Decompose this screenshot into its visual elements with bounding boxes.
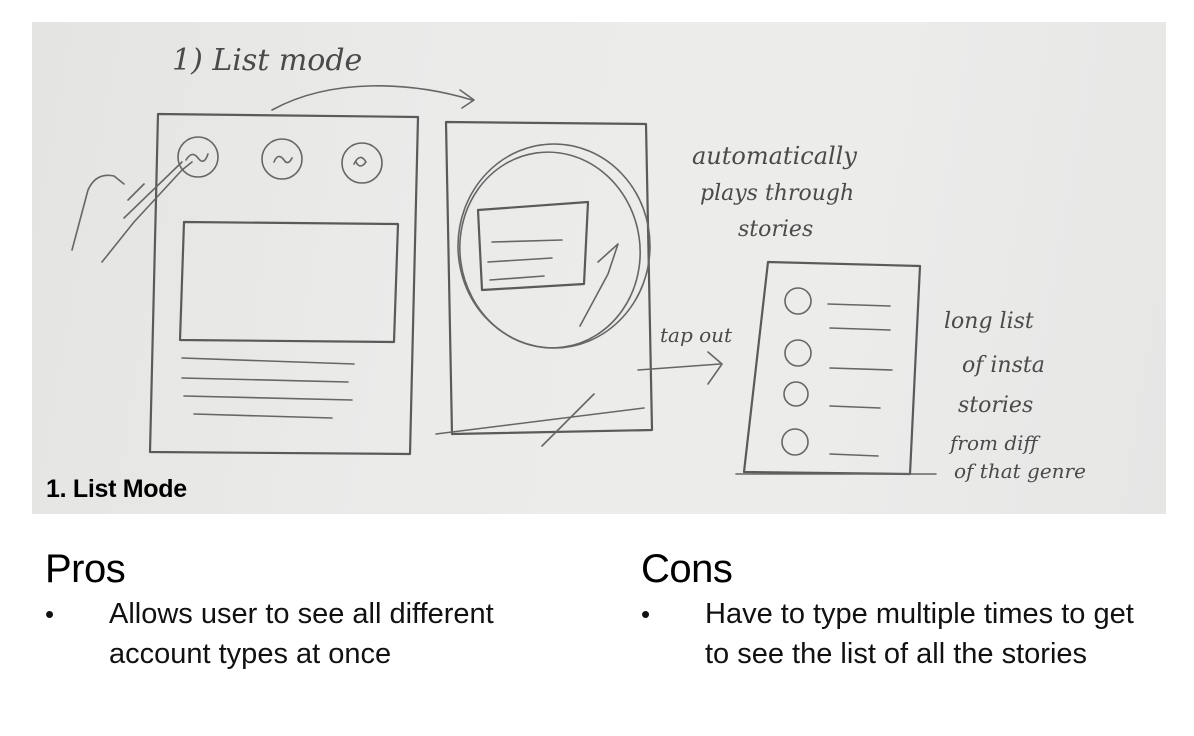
cons-section: Cons • Have to type multiple times to ge… bbox=[641, 544, 1161, 674]
pros-item: • Allows user to see all different accou… bbox=[45, 594, 585, 674]
story-list-bullet-2-icon bbox=[784, 339, 812, 367]
pencil-sketch: 1) List mode bbox=[71, 43, 1086, 483]
hand-gesture-icon bbox=[71, 161, 193, 263]
note-auto-play-line-2: plays through bbox=[700, 181, 854, 206]
cons-list: • Have to type multiple times to get to … bbox=[641, 594, 1161, 674]
note-long-list-line-2: of insta bbox=[962, 353, 1045, 378]
pros-list: • Allows user to see all different accou… bbox=[45, 594, 585, 674]
note-long-list-line-4: from diff bbox=[948, 431, 1042, 455]
story-list-bullet-4-icon bbox=[781, 428, 809, 456]
bullet-icon: • bbox=[45, 599, 55, 629]
phone-screen-1 bbox=[148, 112, 420, 456]
transition-arrow-top bbox=[271, 85, 473, 111]
pros-heading: Pros bbox=[45, 547, 126, 591]
genre-circle-2-icon bbox=[261, 138, 303, 180]
content-area bbox=[178, 220, 400, 344]
tap-out-arrow bbox=[637, 363, 721, 371]
sketch-title: 1) List mode bbox=[172, 43, 362, 78]
sketch-caption: 1. List Mode bbox=[46, 475, 187, 503]
story-card bbox=[476, 200, 590, 292]
note-long-list-line-1: long list bbox=[944, 309, 1034, 334]
pros-item-text: Allows user to see all different account… bbox=[109, 598, 494, 670]
sketch-photo: 1) List mode bbox=[32, 22, 1166, 514]
note-auto-play-line-3: stories bbox=[738, 217, 813, 242]
note-tap-out: tap out bbox=[660, 323, 733, 347]
genre-circle-3-icon bbox=[341, 142, 383, 184]
note-long-list-line-3: stories bbox=[958, 393, 1033, 418]
cons-heading: Cons bbox=[641, 547, 733, 591]
cons-item-text: Have to type multiple times to get to se… bbox=[705, 598, 1134, 670]
pencil-icon bbox=[579, 243, 619, 327]
pros-section: Pros • Allows user to see all different … bbox=[45, 544, 585, 674]
phone-screen-2 bbox=[435, 120, 654, 447]
phone-screen-3 bbox=[735, 260, 937, 476]
cons-item: • Have to type multiple times to get to … bbox=[641, 594, 1161, 674]
story-list-bullet-1-icon bbox=[784, 287, 812, 315]
genre-circle-1-icon bbox=[177, 136, 219, 178]
bullet-icon: • bbox=[641, 599, 651, 629]
note-auto-play-line-1: automatically bbox=[692, 142, 857, 170]
note-long-list-line-5: of that genre bbox=[954, 459, 1086, 483]
story-list-bullet-3-icon bbox=[783, 381, 809, 407]
transition-arrow-top-head bbox=[459, 89, 475, 109]
